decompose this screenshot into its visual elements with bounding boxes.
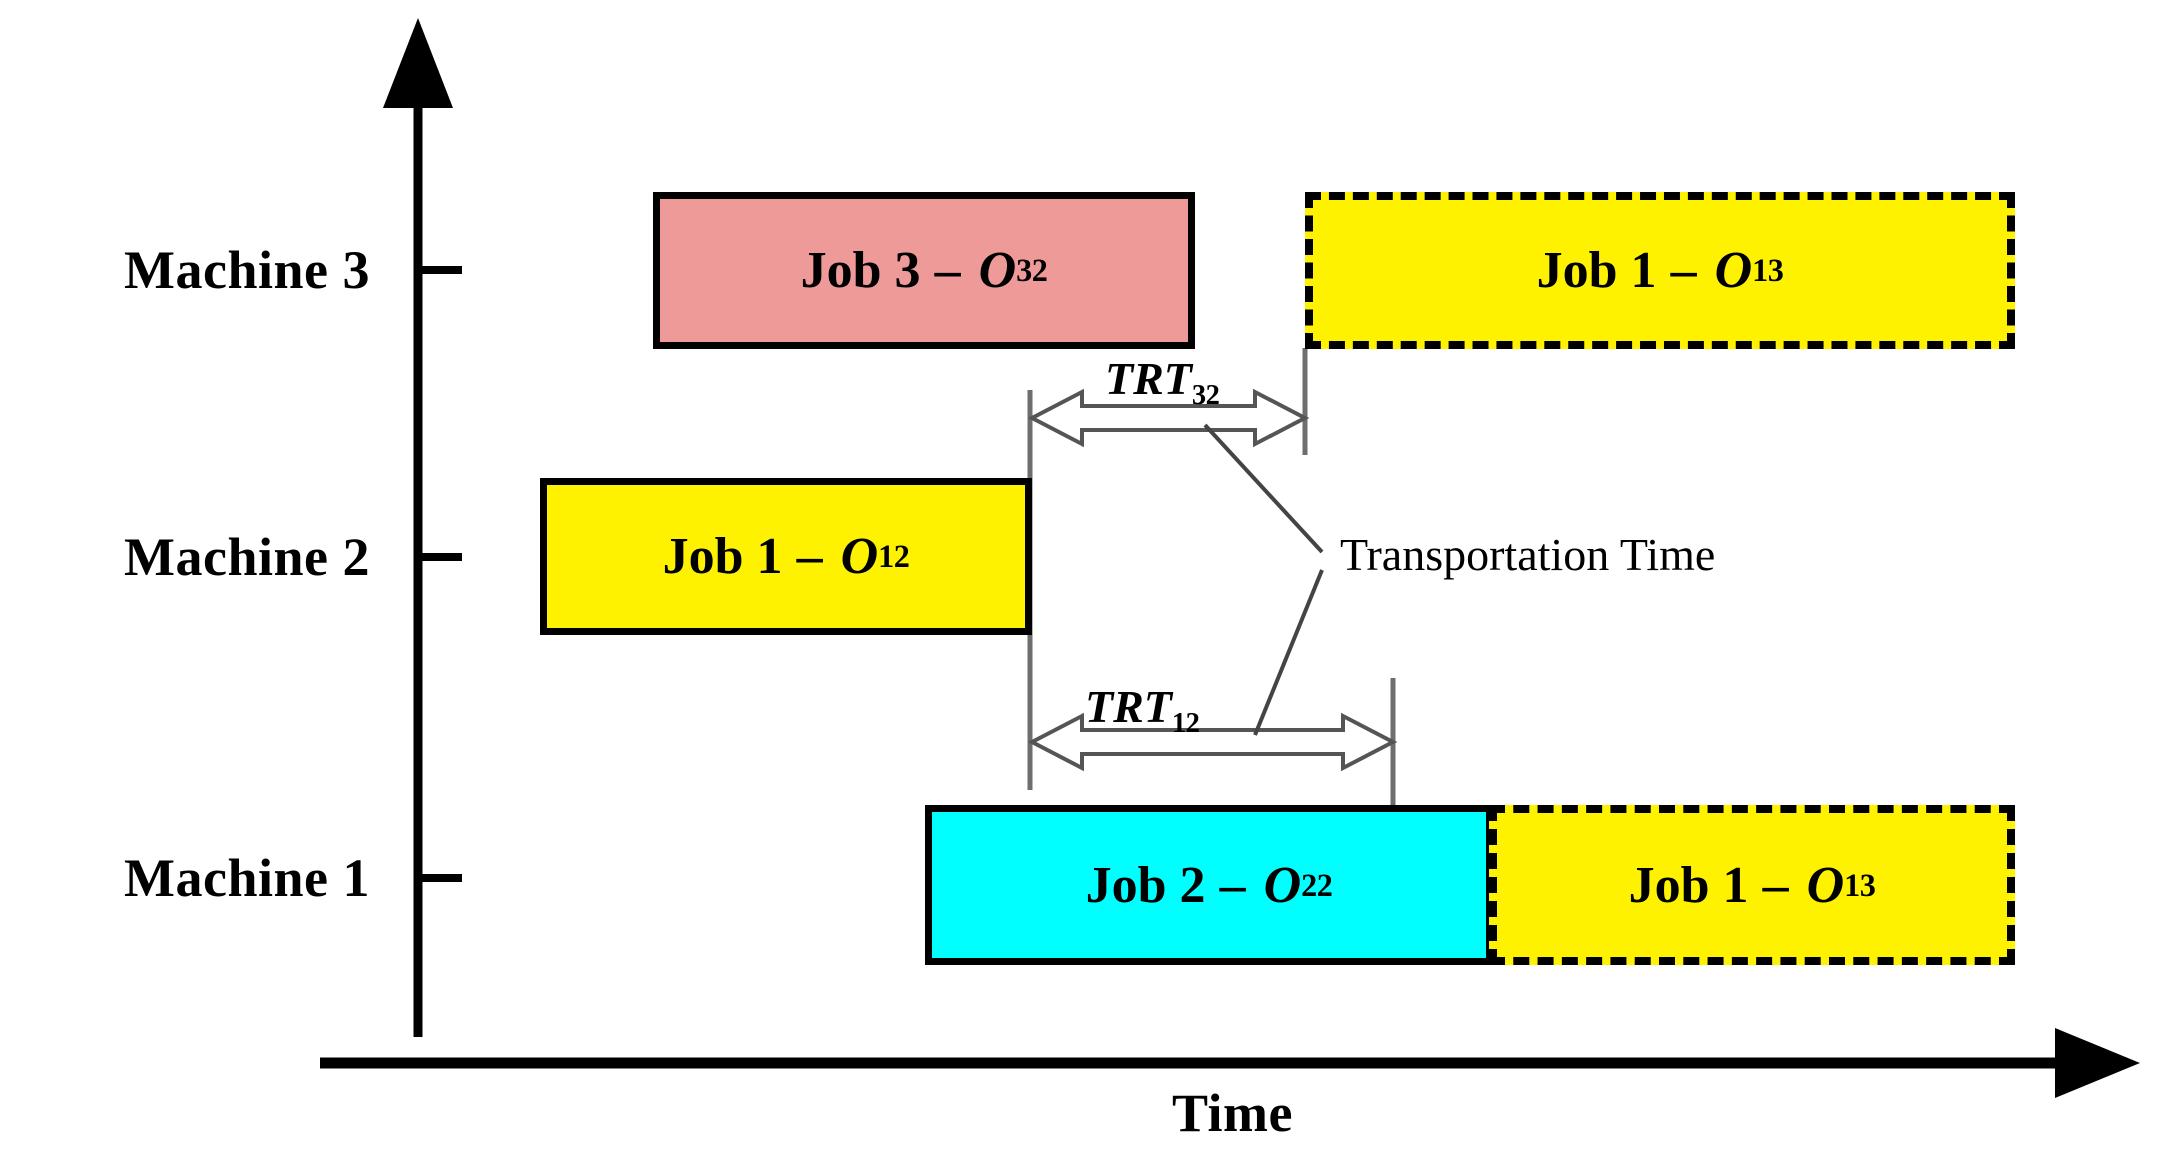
annotation-trt32: TRT32 [1105, 352, 1220, 412]
trt12-text: TRT [1085, 681, 1172, 732]
trt32-subscript: 32 [1191, 380, 1220, 412]
trt12-subscript: 12 [1171, 708, 1200, 740]
bar-job-label: Job 2 [1085, 856, 1206, 914]
annotation-trt12: TRT12 [1085, 680, 1200, 740]
bar-job-label: Job 3 [800, 242, 921, 299]
axis-label-time: Time [1172, 1083, 1293, 1143]
bar-operation-symbol: O [1806, 856, 1845, 914]
bar-operation-subscript: 12 [878, 538, 910, 574]
bar-operation-symbol: O [978, 242, 1017, 299]
leader-line-lower [1253, 569, 1324, 736]
leader-line-upper [1203, 423, 1324, 554]
trt32-text: TRT [1105, 353, 1192, 404]
bar-operation-subscript: 32 [1016, 252, 1048, 288]
bar-separator: – [1670, 242, 1697, 299]
axis-label-machine-2: Machine 2 [124, 527, 370, 587]
bar-separator: – [1762, 856, 1789, 914]
axis-label-machine-3: Machine 3 [124, 240, 370, 300]
bar-operation-subscript: 13 [1844, 866, 1876, 903]
bar-operation-subscript: 13 [1752, 252, 1784, 288]
trt32-dimension-arrow [1027, 388, 1310, 448]
bar-operation-symbol: O [1714, 242, 1753, 299]
bar-job-label: Job 1 [1628, 856, 1749, 914]
x-axis-arrowhead [2055, 1028, 2140, 1098]
bar-separator: – [1219, 856, 1246, 914]
annotation-transportation-time: Transportation Time [1340, 529, 1716, 580]
bar-job-label: Job 1 [662, 528, 783, 585]
bar-operation-symbol: O [840, 528, 879, 585]
bar-operation-symbol: O [1263, 856, 1302, 914]
bar-operation-subscript: 22 [1301, 866, 1333, 903]
trt12-dimension-arrow [1027, 712, 1398, 772]
bar-separator: – [796, 528, 823, 585]
bar-job-label: Job 1 [1536, 242, 1657, 299]
axis-label-machine-1: Machine 1 [124, 848, 370, 908]
y-axis-arrowhead [383, 18, 453, 108]
bar-separator: – [934, 242, 961, 299]
